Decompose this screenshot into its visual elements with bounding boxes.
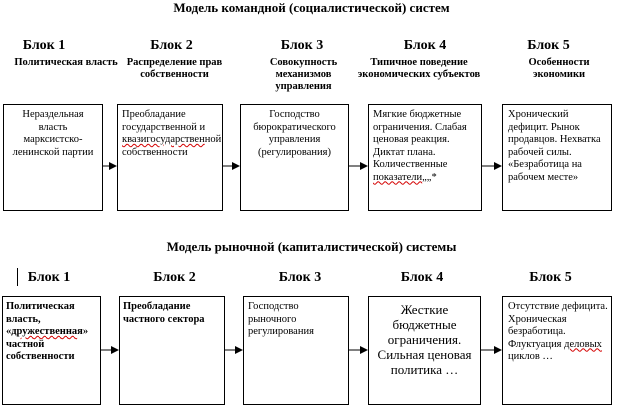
bottom-box-5: Отсутствие дефицита. Хроническая безрабо… (502, 296, 612, 405)
bottom-box-1: Политическая власть, «дружественная» час… (2, 296, 101, 405)
bottom-box-4-text: Жесткие бюджетные ограничения. Сильная ц… (377, 302, 472, 377)
bottom-box-2-text: Преобладание частного сектора (123, 301, 205, 325)
bottom-box-4: Жесткие бюджетные ограничения. Сильная ц… (368, 296, 481, 405)
top-block-2-heading: Распределение прав собственности (126, 57, 223, 80)
top-block-5-heading: Особенности экономики (528, 57, 590, 80)
top-box-2: Преобладание государственной и квазигосу… (117, 104, 223, 211)
top-block-1-label: Блок 1 (22, 38, 66, 53)
bottom-block-2-label: Блок 2 (153, 270, 196, 285)
bottom-block-1-label: Блок 1 (27, 270, 71, 285)
top-box-5: Хронический дефицит. Рынок продавцов. Не… (502, 104, 612, 211)
bottom-box-3-text: Господство рыночного регулирования (248, 301, 314, 337)
top-box-1: Нераздельная власть марксистско-ленинско… (3, 104, 103, 211)
top-block-4-heading: Типичное поведение экономических субъект… (357, 57, 481, 80)
top-box-3: Господство бюрократического управления (… (240, 104, 349, 211)
top-box-3-text: Господство бюрократического управления (… (253, 109, 336, 158)
top-block-4-label: Блок 4 (403, 38, 447, 53)
bottom-box-3: Господство рыночного регулирования (243, 296, 349, 405)
top-box-4: Мягкие бюджетные ограничения. Слабая цен… (368, 104, 482, 211)
top-block-2-label: Блок 2 (150, 38, 193, 53)
top-block-3-heading: Совокупность механизмов управления (269, 57, 338, 92)
top-box-4-text: Мягкие бюджетные ограничения. Слабая цен… (373, 109, 467, 183)
bottom-box-1-text: Политическая власть, «дружественная» час… (6, 301, 89, 362)
bottom-model-title: Модель рыночной (капиталистической) сист… (166, 239, 457, 254)
top-model-title: Модель командной (социалистической) сист… (173, 0, 450, 15)
top-box-5-text: Хронический дефицит. Рынок продавцов. Не… (508, 109, 601, 183)
top-block-1-heading: Политическая власть (14, 57, 118, 68)
bottom-box-2: Преобладание частного сектора (119, 296, 225, 405)
text-cursor-icon (17, 268, 18, 286)
top-block-3-label: Блок 3 (280, 38, 324, 53)
bottom-block-3-label: Блок 3 (278, 270, 322, 285)
bottom-block-5-label: Блок 5 (529, 270, 572, 285)
top-box-2-text: Преобладание государственной и квазигосу… (122, 109, 222, 158)
bottom-block-4-label: Блок 4 (400, 270, 444, 285)
bottom-box-5-text: Отсутствие дефицита. Хроническая безрабо… (508, 301, 608, 362)
top-block-5-label: Блок 5 (527, 38, 570, 53)
top-box-1-text: Нераздельная власть марксистско-ленинско… (12, 109, 94, 158)
